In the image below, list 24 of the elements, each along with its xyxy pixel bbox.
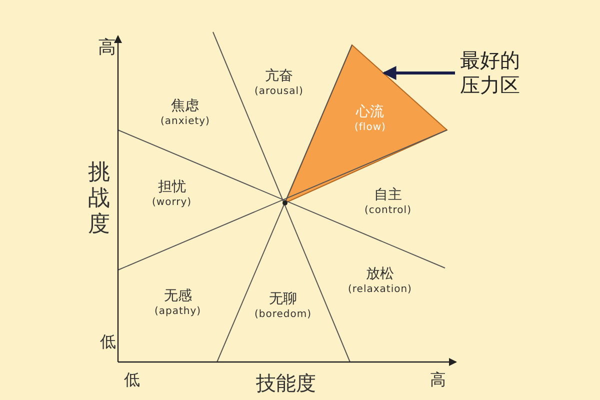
- axis-level-label: 高: [98, 36, 116, 59]
- zone-translation: (flow): [354, 121, 386, 134]
- zone-name: 无感: [164, 288, 192, 305]
- zone-name: 放松: [366, 266, 394, 283]
- zone-name: 心流: [356, 104, 384, 121]
- zone-translation: (relaxation): [348, 283, 412, 296]
- zone-name: 无聊: [269, 291, 298, 308]
- zone-translation: (arousal): [254, 85, 304, 98]
- zone-translation: (worry): [152, 196, 192, 209]
- axis-level-label: 低: [100, 332, 116, 353]
- arrow: [382, 66, 455, 80]
- axis-title: 挑战度: [88, 160, 111, 238]
- zone-translation: (anxiety): [160, 115, 210, 128]
- axis-title: 技能度: [256, 370, 316, 397]
- callout-note: 最好的压力区: [459, 48, 521, 98]
- axis-level-label: 低: [124, 370, 140, 391]
- zone-name: 担忧: [158, 179, 186, 196]
- zone-translation: (boredom): [254, 308, 312, 321]
- zone-translation: (apathy): [154, 305, 202, 318]
- axis-level-label: 高: [430, 370, 446, 391]
- zone-name: 亢奋: [264, 68, 293, 85]
- zone-translation: (control): [364, 204, 412, 217]
- zone-name: 焦虑: [171, 98, 200, 115]
- zone-name: 自主: [374, 187, 402, 204]
